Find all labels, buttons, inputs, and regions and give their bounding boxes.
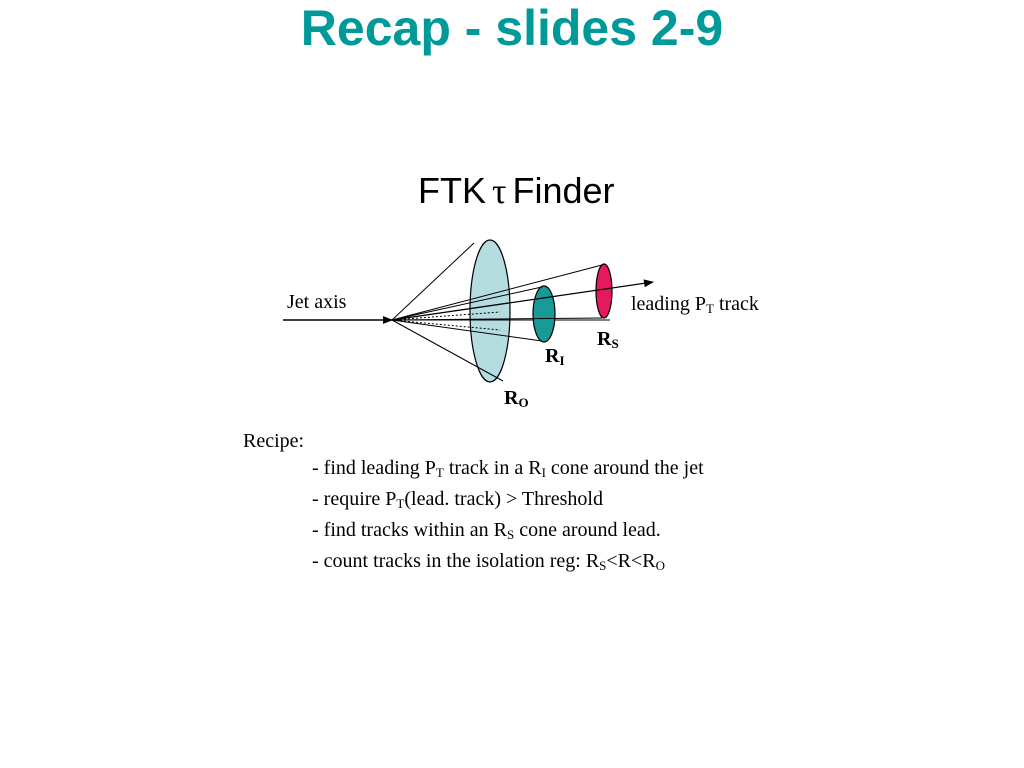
r-s-label-main: R	[597, 328, 612, 350]
recipe-heading: Recipe:	[243, 430, 305, 452]
jet-axis-label: Jet axis	[287, 291, 347, 313]
diagram-title-prefix: FTK	[418, 170, 486, 211]
r-o-label-sub: O	[518, 395, 529, 410]
leading-track-label: leading PT track	[631, 292, 759, 321]
inner-cone-top-edge	[391, 286, 543, 321]
outer-cone-bottom-edge	[391, 319, 504, 382]
signal-cone-bottom-edge	[391, 317, 603, 321]
leading-track-label-prefix: leading P	[631, 293, 706, 315]
recipe-step-3-part-c: cone around lead.	[514, 519, 661, 541]
recipe-step-4-part-d: O	[655, 558, 666, 573]
inner-cone-ellipse	[532, 285, 556, 343]
recipe-step-2-part-c: (lead. track) > Threshold	[404, 488, 603, 510]
recipe-step-1-part-b: T	[435, 465, 444, 480]
recipe-step-2: - require PT(lead. track) > Threshold	[243, 486, 704, 517]
r-o-label: RO	[504, 386, 529, 415]
leading-track-label-suffix: track	[713, 293, 759, 315]
recipe-step-4-part-a: - count tracks in the isolation reg: R	[312, 550, 600, 572]
recipe-step-1-part-d: I	[541, 465, 546, 480]
recipe-step-2-part-b: T	[396, 496, 405, 511]
recipe-step-4-part-b: S	[599, 558, 607, 573]
recipe-step-3-part-a: - find tracks within an R	[312, 519, 507, 541]
recipe-step-4-part-c: <R<R	[606, 550, 656, 572]
recipe-step-1-part-e: cone around the jet	[545, 457, 704, 479]
leading-track-label-sub: T	[706, 301, 714, 316]
recipe-step-1-part-c: track in a R	[443, 457, 542, 479]
outer-cone-ellipse	[469, 239, 511, 383]
r-i-label: RI	[545, 344, 565, 373]
outer-cone-top-edge	[391, 242, 475, 321]
inner-cone-bottom-edge	[391, 319, 543, 342]
recipe-step-1: - find leading PT track in a RI cone aro…	[243, 455, 704, 486]
signal-cone-ellipse	[595, 263, 613, 319]
r-s-label-sub: S	[611, 336, 619, 351]
r-i-label-sub: I	[559, 353, 565, 368]
diagram-title-suffix: Finder	[512, 170, 615, 211]
recipe-step-3-part-b: S	[506, 527, 515, 542]
r-s-label: RS	[597, 327, 619, 356]
recipe-step-1-part-a: - find leading P	[312, 457, 436, 479]
tau-symbol: τ	[492, 171, 507, 211]
leading-track-arrow	[391, 279, 654, 321]
recipe-step-2-part-a: - require P	[312, 488, 397, 510]
recipe-step-4: - count tracks in the isolation reg: RS<…	[243, 548, 704, 579]
slide-title: Recap - slides 2-9	[300, 0, 724, 56]
r-o-label-main: R	[504, 387, 519, 409]
recipe-block: Recipe: - find leading PT track in a RI …	[243, 428, 704, 579]
recipe-step-3: - find tracks within an RS cone around l…	[243, 517, 704, 548]
signal-cone-top-edge	[391, 264, 603, 321]
r-i-label-main: R	[545, 345, 560, 367]
